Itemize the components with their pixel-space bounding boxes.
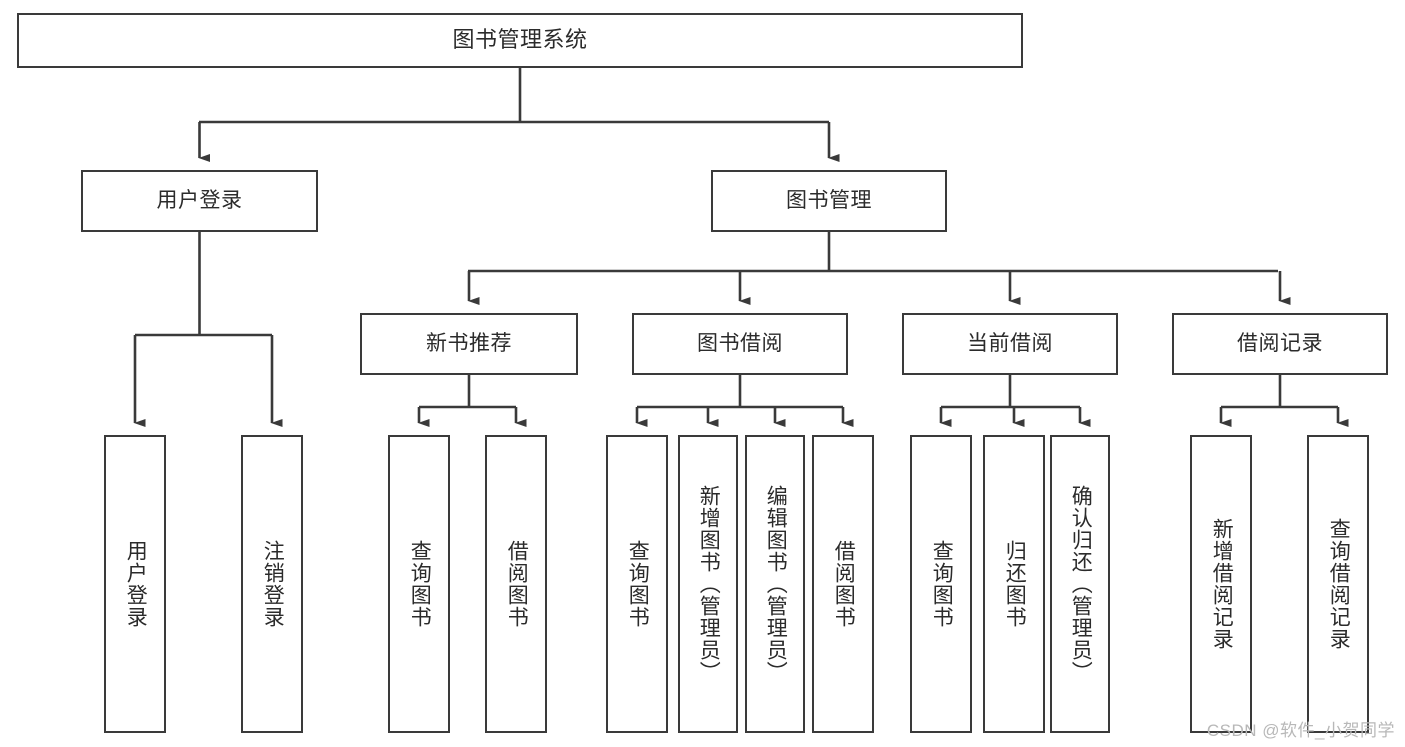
node-leaf-user-login[interactable]: 用户登录 [104, 435, 166, 733]
node-leaf-user-logout-label: 注销登录 [261, 540, 285, 628]
node-new-book-recommend[interactable]: 新书推荐 [360, 313, 578, 375]
node-leaf-borrow-book-1-label: 借阅图书 [505, 540, 529, 628]
node-leaf-user-logout[interactable]: 注销登录 [241, 435, 303, 733]
node-root-label: 图书管理系统 [452, 27, 588, 53]
node-leaf-user-login-label: 用户登录 [124, 540, 148, 628]
node-borrow-record-label: 借阅记录 [1237, 332, 1323, 356]
node-current-borrow-label: 当前借阅 [967, 332, 1053, 356]
node-leaf-query-book-2-label: 查询图书 [626, 540, 650, 628]
node-book-manage[interactable]: 图书管理 [711, 170, 947, 232]
node-current-borrow[interactable]: 当前借阅 [902, 313, 1118, 375]
node-borrow-record[interactable]: 借阅记录 [1172, 313, 1388, 375]
node-leaf-return-book-label: 归还图书 [1003, 540, 1027, 628]
node-leaf-edit-book[interactable]: 编辑图书（管理员） [745, 435, 805, 733]
node-leaf-borrow-book-1[interactable]: 借阅图书 [485, 435, 547, 733]
node-leaf-confirm-return-label: 确认归还（管理员） [1069, 485, 1093, 683]
node-leaf-borrow-book-2-label: 借阅图书 [832, 540, 856, 628]
node-leaf-query-record[interactable]: 查询借阅记录 [1307, 435, 1369, 733]
node-leaf-edit-book-label: 编辑图书（管理员） [764, 485, 788, 683]
node-leaf-query-record-label: 查询借阅记录 [1327, 518, 1351, 650]
node-leaf-add-record-label: 新增借阅记录 [1210, 518, 1234, 650]
node-leaf-query-book-1-label: 查询图书 [408, 540, 432, 628]
node-leaf-query-book-3[interactable]: 查询图书 [910, 435, 972, 733]
node-book-manage-label: 图书管理 [786, 189, 872, 213]
node-user-login[interactable]: 用户登录 [81, 170, 318, 232]
node-leaf-confirm-return[interactable]: 确认归还（管理员） [1050, 435, 1110, 733]
node-leaf-query-book-2[interactable]: 查询图书 [606, 435, 668, 733]
node-book-borrow-label: 图书借阅 [697, 332, 783, 356]
node-leaf-add-book[interactable]: 新增图书（管理员） [678, 435, 738, 733]
node-leaf-query-book-1[interactable]: 查询图书 [388, 435, 450, 733]
node-new-book-recommend-label: 新书推荐 [426, 332, 512, 356]
node-book-borrow[interactable]: 图书借阅 [632, 313, 848, 375]
node-user-login-label: 用户登录 [156, 189, 243, 213]
node-leaf-borrow-book-2[interactable]: 借阅图书 [812, 435, 874, 733]
node-leaf-add-book-label: 新增图书（管理员） [697, 485, 721, 683]
node-root[interactable]: 图书管理系统 [17, 13, 1023, 68]
node-leaf-return-book[interactable]: 归还图书 [983, 435, 1045, 733]
node-leaf-query-book-3-label: 查询图书 [930, 540, 954, 628]
node-leaf-add-record[interactable]: 新增借阅记录 [1190, 435, 1252, 733]
